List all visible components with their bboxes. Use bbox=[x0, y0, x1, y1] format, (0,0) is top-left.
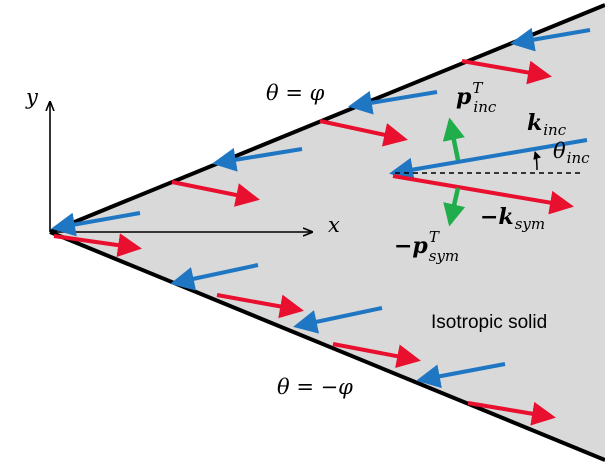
reflected-arrow bbox=[467, 401, 556, 426]
incident-arrow bbox=[416, 362, 506, 389]
angle-arc-arrow bbox=[533, 151, 542, 171]
lower-boundary bbox=[49, 230, 605, 462]
reflected-arrow bbox=[171, 180, 260, 207]
incident-arrow bbox=[348, 90, 438, 115]
material-label: Isotropic solid bbox=[431, 312, 547, 333]
reflected-arrows bbox=[53, 59, 574, 426]
p-sym-arrow bbox=[443, 187, 466, 227]
polarization-arrows bbox=[442, 117, 466, 227]
incident-arrow bbox=[212, 147, 303, 172]
theta-inc-label: θinc bbox=[553, 139, 590, 167]
incident-arrows bbox=[51, 27, 591, 389]
lower-boundary-label: θ = −φ bbox=[277, 375, 353, 399]
reflected-arrow bbox=[319, 119, 408, 147]
solid-region bbox=[50, 5, 605, 462]
incident-arrow-k-inc bbox=[389, 138, 588, 182]
k-inc-label: kinc bbox=[527, 110, 567, 139]
k-sym-label: −ksym bbox=[480, 204, 545, 233]
reflected-arrow bbox=[216, 293, 304, 319]
incident-arrow bbox=[510, 27, 591, 52]
p-inc-arrow bbox=[442, 117, 465, 161]
reflected-arrow bbox=[53, 233, 142, 258]
reflected-arrow-k-sym bbox=[392, 174, 574, 215]
upper-boundary-label: θ = φ bbox=[266, 81, 325, 105]
incident-arrow bbox=[170, 263, 259, 291]
reflected-arrow bbox=[332, 342, 421, 369]
incident-arrow bbox=[51, 211, 141, 237]
incident-arrow bbox=[293, 306, 383, 334]
axis-y-label: y bbox=[25, 85, 39, 109]
reflected-arrow bbox=[461, 59, 552, 85]
axis-x-label: x bbox=[328, 213, 340, 237]
